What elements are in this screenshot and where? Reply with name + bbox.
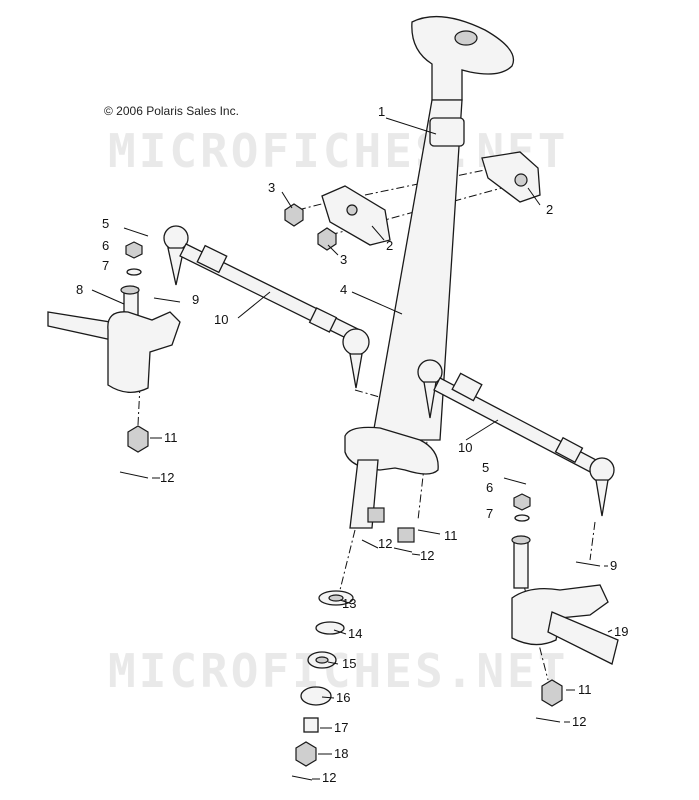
copyright-text: © 2006 Polaris Sales Inc. [104,104,239,118]
callout-10-right: 10 [458,440,472,455]
callout-4: 4 [340,282,347,297]
callout-12-right: 12 [572,714,586,729]
callout-5-left: 5 [102,216,109,231]
tie-rod-right [417,359,615,517]
callout-10-left: 10 [214,312,228,327]
callout-7-right: 7 [486,506,493,521]
spindle-right [511,535,619,665]
watermark-bottom: MICROFICHES.NET [108,644,569,698]
pivot-bracket-right [481,151,541,203]
callout-5-right: 5 [482,460,489,475]
callout-11-left: 11 [164,430,178,445]
callout-11-right: 11 [578,682,592,697]
callout-9-left: 9 [192,292,199,307]
callout-16: 16 [336,690,350,705]
callout-12-center-a: 12 [378,536,392,551]
callout-13: 13 [342,596,356,611]
callout-6-right: 6 [486,480,493,495]
callout-8: 8 [76,282,83,297]
steering-column [344,16,514,529]
callout-3-lower: 3 [340,252,347,267]
callout-2-right: 2 [546,202,553,217]
hardware [119,227,601,723]
callout-7-left: 7 [102,258,109,273]
nut-3-lower [317,227,337,251]
callout-12-left: 12 [160,470,174,485]
pivot-bracket-left [321,185,391,246]
leader-lines [91,117,613,780]
callout-11-center: 11 [444,528,458,543]
callout-14: 14 [348,626,362,641]
nut-3-upper [284,203,304,227]
callout-18: 18 [334,746,348,761]
callout-9-right: 9 [610,558,617,573]
callout-3-upper: 3 [268,180,275,195]
callout-17: 17 [334,720,348,735]
callout-labels: 1 2 2 3 3 4 5 5 6 6 7 7 8 9 9 10 10 11 1… [76,104,628,785]
callout-15: 15 [342,656,356,671]
callout-12-center-b: 12 [420,548,434,563]
callout-19: 19 [614,624,628,639]
callout-2-left: 2 [386,238,393,253]
callout-6-left: 6 [102,238,109,253]
spindle-left [47,285,181,393]
tie-rod-left [163,225,370,389]
callout-1: 1 [378,104,385,119]
callout-12-bottom: 12 [322,770,336,785]
